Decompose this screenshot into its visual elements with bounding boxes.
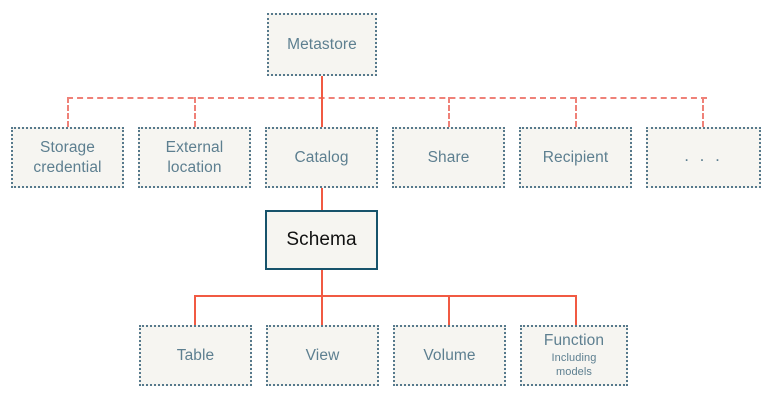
node-view-label: View — [305, 346, 340, 364]
connector-bus-to-volume — [448, 295, 450, 325]
node-external-location[interactable]: External location — [138, 127, 251, 188]
connector-bus-to-view — [321, 295, 323, 325]
node-function[interactable]: Function Including models — [520, 325, 628, 386]
connector-bus-objects — [194, 295, 576, 297]
node-volume-label: Volume — [423, 346, 476, 364]
node-function-sublabel-line1: Including — [551, 352, 597, 364]
connector-bus-to-storage-credential — [67, 97, 69, 127]
connector-metastore-to-bus — [321, 76, 323, 98]
node-storage-credential[interactable]: Storage credential — [11, 127, 124, 188]
connector-bus-to-more — [702, 97, 704, 127]
node-table-label: Table — [176, 346, 215, 364]
connector-catalog-to-schema — [321, 188, 323, 210]
node-share[interactable]: Share — [392, 127, 505, 188]
node-recipient-label: Recipient — [542, 148, 609, 166]
connector-bus-to-recipient — [575, 97, 577, 127]
node-catalog[interactable]: Catalog — [265, 127, 378, 188]
node-more[interactable]: . . . — [646, 127, 761, 188]
node-external-location-label-line1: External — [165, 138, 224, 156]
node-schema[interactable]: Schema — [265, 210, 378, 270]
node-share-label: Share — [427, 148, 470, 166]
node-metastore-label: Metastore — [287, 35, 357, 53]
node-external-location-label-line2: location — [167, 158, 222, 176]
node-storage-credential-label-line1: Storage — [40, 138, 95, 156]
node-more-label: . . . — [684, 145, 723, 165]
node-schema-label: Schema — [286, 228, 357, 250]
connector-bus-to-share — [448, 97, 450, 127]
node-view[interactable]: View — [266, 325, 379, 386]
node-table[interactable]: Table — [139, 325, 252, 386]
connector-bus-to-function — [575, 295, 577, 325]
node-catalog-label: Catalog — [294, 148, 349, 166]
connector-schema-to-bus — [321, 270, 323, 296]
connector-bus-to-external-location — [194, 97, 196, 127]
node-function-sublabel-line2: models — [555, 366, 593, 379]
connector-bus-to-table — [194, 295, 196, 325]
connector-bus-securables — [67, 97, 707, 99]
node-metastore[interactable]: Metastore — [267, 13, 377, 76]
node-volume[interactable]: Volume — [393, 325, 506, 386]
connector-bus-to-catalog — [321, 90, 323, 127]
node-storage-credential-label-line2: credential — [33, 158, 102, 176]
node-recipient[interactable]: Recipient — [519, 127, 632, 188]
node-function-label: Function — [543, 332, 605, 350]
